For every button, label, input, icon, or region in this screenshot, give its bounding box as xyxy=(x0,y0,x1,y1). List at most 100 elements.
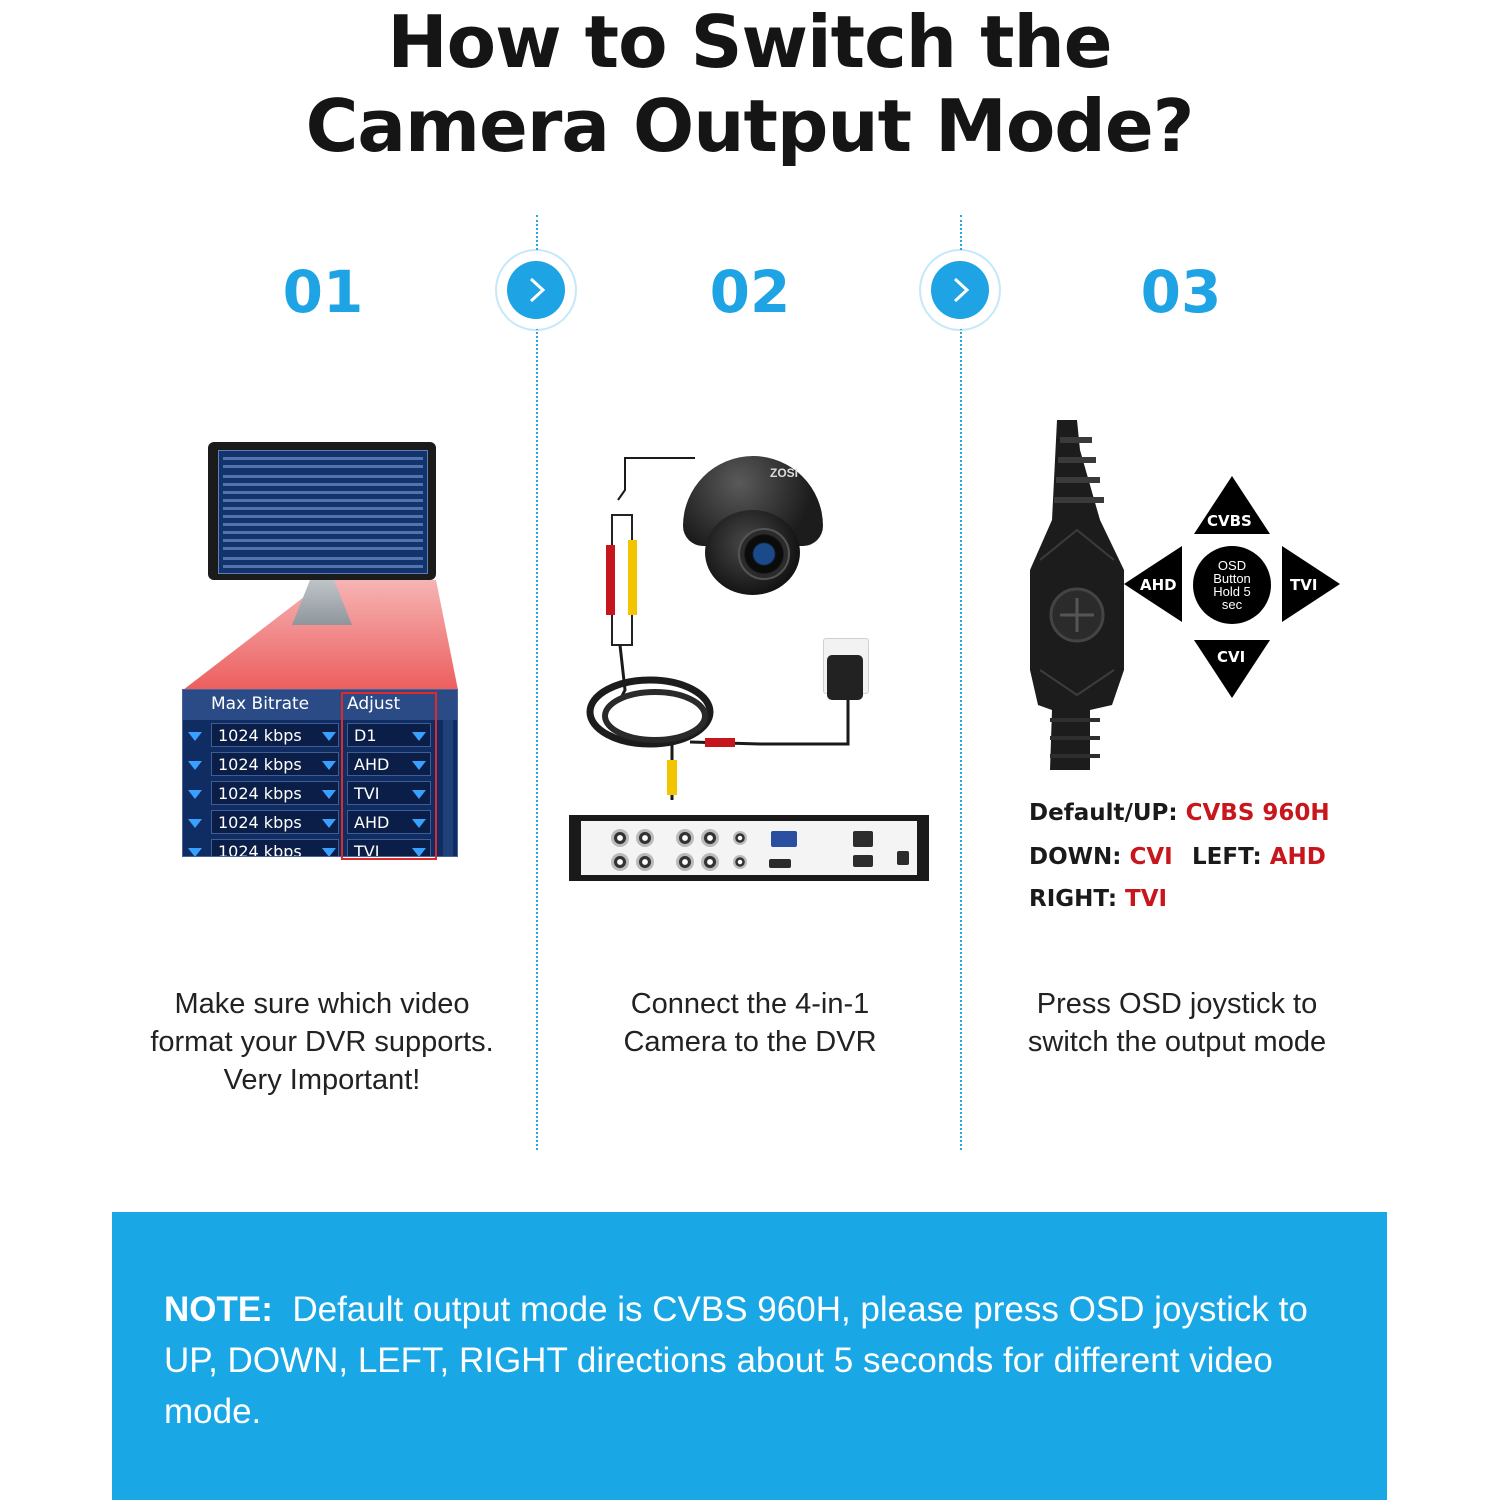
dropdown-arrow-icon xyxy=(188,790,202,799)
adjust-column-highlight xyxy=(341,692,437,860)
bnc-port xyxy=(636,829,654,847)
dropdown-arrow-icon xyxy=(188,732,202,741)
mode-default: Default/UP: CVBS 960H xyxy=(1029,800,1330,826)
step-number-1: 01 xyxy=(282,258,364,326)
step-caption-1: Make sure which video format your DVR su… xyxy=(112,985,532,1099)
dropdown-arrow-icon xyxy=(412,790,426,799)
mode-down: DOWN: CVI xyxy=(1029,844,1173,870)
mode-cell: D1 xyxy=(347,723,431,747)
column-header-max-bitrate: Max Bitrate xyxy=(211,694,310,714)
joystick-left-icon xyxy=(1124,546,1182,622)
bnc-port xyxy=(611,829,629,847)
dropdown-arrow-icon xyxy=(412,848,426,856)
bitrate-cell: 1024 kbps xyxy=(211,810,339,834)
joystick-left-label: AHD xyxy=(1140,576,1177,594)
audio-port xyxy=(733,831,747,845)
joystick-down-label: CVI xyxy=(1217,648,1246,666)
caption-line: Very Important! xyxy=(223,1064,421,1096)
table-row: 1024 kbps TVI xyxy=(183,839,457,856)
mode-label: Default/UP: xyxy=(1029,800,1178,826)
dropdown-arrow-icon xyxy=(322,819,336,828)
dropdown-arrow-icon xyxy=(322,761,336,770)
mode-label: RIGHT: xyxy=(1029,886,1118,912)
joystick-right-label: TVI xyxy=(1290,576,1318,594)
next-arrow-icon xyxy=(507,261,565,319)
dropdown-arrow-icon xyxy=(322,848,336,856)
joystick-up-icon xyxy=(1194,476,1270,534)
bnc-port xyxy=(701,829,719,847)
step-number-2: 02 xyxy=(709,258,791,326)
divider-left xyxy=(536,215,538,1150)
column-header-adjust: Adjust xyxy=(347,694,401,714)
mode-label: DOWN: xyxy=(1029,844,1122,870)
power-port xyxy=(897,851,909,865)
bnc-port xyxy=(611,853,629,871)
caption-line: Camera to the DVR xyxy=(623,1026,877,1058)
osd-line: sec xyxy=(1221,597,1243,612)
dropdown-arrow-icon xyxy=(188,819,202,828)
bnc-port xyxy=(701,853,719,871)
dvr-settings-table: Max Bitrate Adjust 1024 kbps D1 1024 kbp… xyxy=(182,689,458,857)
dvr-recorder xyxy=(569,815,929,881)
step-caption-3: Press OSD joystick to switch the output … xyxy=(967,985,1387,1061)
power-adapter xyxy=(827,655,863,700)
table-row: 1024 kbps TVI xyxy=(183,781,457,807)
mode-value: CVBS 960H xyxy=(1185,800,1330,826)
table-row: 1024 kbps AHD xyxy=(183,810,457,836)
dropdown-arrow-icon xyxy=(412,819,426,828)
network-port xyxy=(853,831,873,847)
joystick-down-icon xyxy=(1194,640,1270,698)
bitrate-cell: 1024 kbps xyxy=(211,781,339,805)
dropdown-arrow-icon xyxy=(412,761,426,770)
monitor-illustration xyxy=(208,442,436,580)
vga-port xyxy=(771,831,797,847)
bitrate-cell: 1024 kbps xyxy=(211,839,339,856)
bitrate-cell: 1024 kbps xyxy=(211,723,339,747)
joystick-right-icon xyxy=(1282,546,1340,622)
dropdown-arrow-icon xyxy=(188,848,202,856)
divider-right xyxy=(960,215,962,1150)
bitrate-cell: 1024 kbps xyxy=(211,752,339,776)
osd-button-label: OSD Button Hold 5 sec xyxy=(1193,546,1271,624)
dropdown-arrow-icon xyxy=(188,761,202,770)
caption-line: Press OSD joystick to xyxy=(1036,988,1318,1020)
title-line-1: How to Switch the xyxy=(387,0,1112,84)
dropdown-arrow-icon xyxy=(322,790,336,799)
table-scrollbar xyxy=(443,720,453,856)
usb-port xyxy=(853,855,873,867)
step-caption-2: Connect the 4-in-1 Camera to the DVR xyxy=(540,985,960,1061)
next-arrow-icon xyxy=(931,261,989,319)
note-banner: NOTE: Default output mode is CVBS 960H, … xyxy=(112,1212,1387,1500)
mode-right: RIGHT: TVI xyxy=(1029,886,1167,912)
caption-line: Connect the 4-in-1 xyxy=(630,988,870,1020)
note-text: NOTE: Default output mode is CVBS 960H, … xyxy=(164,1284,1354,1437)
mode-value: AHD xyxy=(1269,844,1326,870)
camera-brand: ZOSI xyxy=(770,466,799,480)
bnc-port xyxy=(676,853,694,871)
mode-value: CVI xyxy=(1129,844,1173,870)
dvr-settings-screen xyxy=(218,450,428,574)
dvr-rear-panel xyxy=(581,821,917,875)
dropdown-arrow-icon xyxy=(412,732,426,741)
table-row: 1024 kbps D1 xyxy=(183,723,457,749)
step-number-3: 03 xyxy=(1140,258,1222,326)
note-label: NOTE: xyxy=(164,1290,273,1329)
audio-port xyxy=(733,855,747,869)
osd-line: Button xyxy=(1213,571,1251,586)
caption-line: format your DVR supports. xyxy=(150,1026,494,1058)
caption-line: switch the output mode xyxy=(1027,1026,1327,1058)
hdmi-port xyxy=(769,859,791,868)
mode-left: LEFT: AHD xyxy=(1192,844,1326,870)
table-row: 1024 kbps AHD xyxy=(183,752,457,778)
mode-cell: TVI xyxy=(347,839,431,856)
mode-value: TVI xyxy=(1125,886,1168,912)
osd-line: Hold 5 xyxy=(1213,584,1251,599)
table-header: Max Bitrate Adjust xyxy=(183,690,457,720)
joystick-up-label: CVBS xyxy=(1207,512,1252,530)
osd-line: OSD xyxy=(1217,558,1247,573)
caption-line: Make sure which video xyxy=(174,988,470,1020)
dropdown-arrow-icon xyxy=(322,732,336,741)
joystick-cable xyxy=(1030,420,1124,770)
note-body: Default output mode is CVBS 960H, please… xyxy=(164,1290,1308,1431)
title-line-2: Camera Output Mode? xyxy=(305,84,1195,168)
